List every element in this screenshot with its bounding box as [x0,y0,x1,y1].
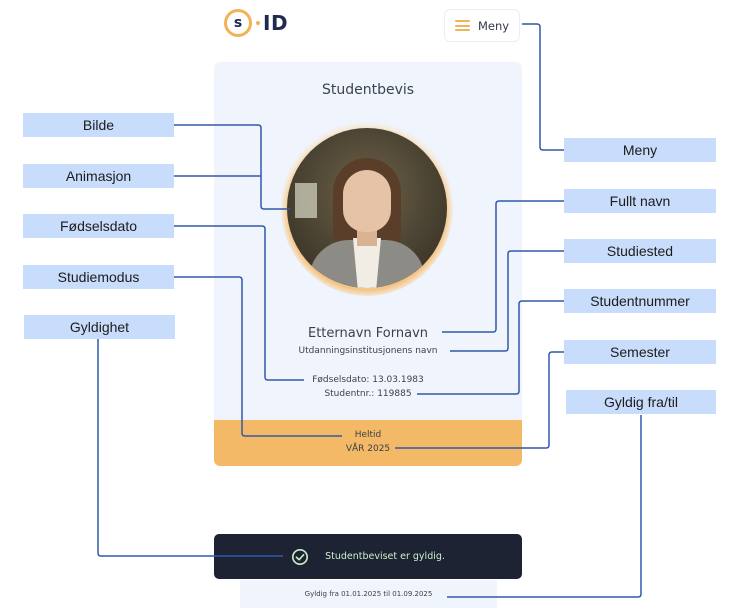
photo-container [281,120,453,296]
card-title: Studentbevis [321,82,415,98]
birth-date: Fødselsdato: 13.03.1983 [312,375,424,385]
validity-status-bar: Studentbeviset er gyldig. [214,534,522,579]
validity-period: Gyldig fra 01.01.2025 til 01.09.2025 [240,580,497,608]
label-semester: Semester [564,340,716,364]
label-fodselsdato: Fødselsdato [23,214,174,238]
card-footer: Heltid VÅR 2025 [214,420,522,466]
connector-meny [522,23,564,151]
logo-text: ID [263,11,289,35]
logo-ring-icon: s [224,9,252,37]
full-name: Etternavn Fornavn [307,326,428,341]
label-studiested: Studiested [564,239,716,263]
logo-dot-icon [256,21,260,25]
menu-label: Meny [477,18,510,33]
student-number: Studentnr.: 119885 [324,389,412,399]
study-mode: Heltid [354,430,382,440]
label-studiemodus: Studiemodus [23,265,174,289]
menu-button[interactable]: Meny [444,9,520,42]
sid-logo: s ID [224,8,288,38]
validity-status-text: Studentbeviset er gyldig. [325,551,445,562]
label-bilde: Bilde [23,113,174,137]
label-gyldighet: Gyldighet [24,315,175,339]
hamburger-icon [454,20,470,31]
label-meny: Meny [564,138,716,162]
logo-letter: s [233,15,243,31]
label-fullt-navn: Fullt navn [564,189,716,213]
check-circle-icon [292,548,309,565]
label-gyldig-fra-til: Gyldig fra/til [566,390,716,414]
student-photo [287,128,447,288]
student-card: Studentbevis Etternavn Fornavn Utdanning… [214,62,522,466]
label-studentnummer: Studentnummer [564,289,716,313]
semester: VÅR 2025 [345,444,391,454]
institution-name: Utdanningsinstitusjonens navn [298,346,438,356]
label-animasjon: Animasjon [23,164,174,188]
